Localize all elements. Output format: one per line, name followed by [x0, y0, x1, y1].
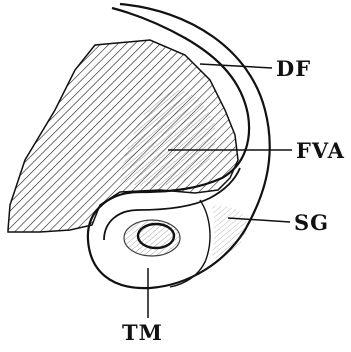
df-leader	[200, 64, 272, 68]
label-sg: SG	[294, 210, 329, 235]
sg-shading	[212, 206, 248, 258]
label-df: DF	[276, 56, 311, 81]
label-tm: TM	[122, 320, 163, 345]
label-fva: FVA	[296, 138, 345, 163]
